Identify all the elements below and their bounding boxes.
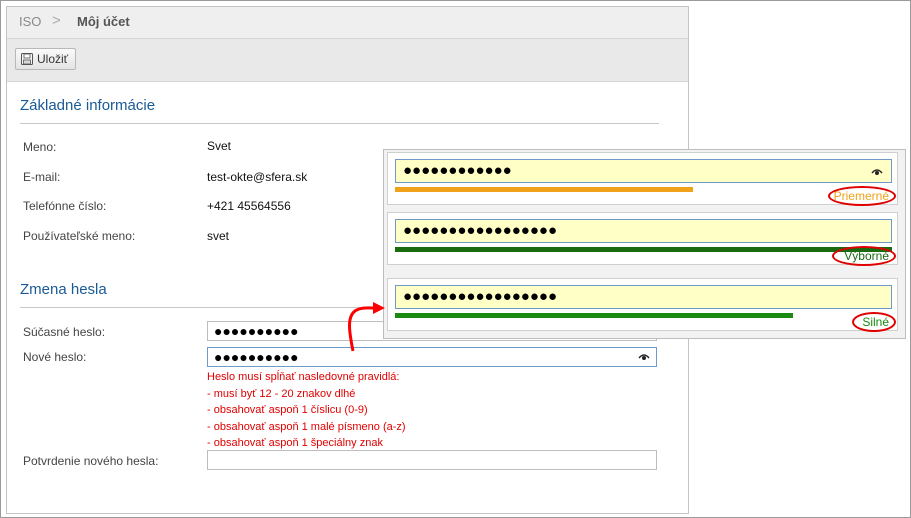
password-change-title: Zmena hesla: [20, 281, 107, 298]
basic-info-title: Základné informácie: [20, 97, 156, 114]
strength-example-value: ●●●●●●●●●●●●●●●●●: [403, 288, 558, 305]
breadcrumb-current: Môj účet: [77, 14, 130, 29]
strength-example-strong: ●●●●●●●●●●●●●●●●● Silné: [387, 278, 898, 332]
save-button[interactable]: Uložiť: [15, 48, 77, 70]
strength-example-value: ●●●●●●●●●●●●: [403, 162, 512, 179]
password-rules: Heslo musí spĺňať nasledovné pravidlá: -…: [207, 369, 406, 452]
current-password-value: ●●●●●●●●●●: [214, 323, 299, 339]
strength-bar: [395, 313, 793, 318]
confirm-password-input[interactable]: [207, 450, 657, 470]
new-password-input[interactable]: ●●●●●●●●●●: [207, 347, 657, 367]
highlight-circle: [828, 186, 896, 206]
breadcrumb: ISO > Môj účet: [7, 7, 688, 39]
password-rule: - obsahovať aspoň 1 špeciálny znak: [207, 437, 383, 449]
show-password-icon[interactable]: [871, 167, 883, 176]
breadcrumb-separator: >: [52, 12, 61, 29]
password-rule: - obsahovať aspoň 1 malé písmeno (a-z): [207, 420, 406, 433]
strength-example-input[interactable]: ●●●●●●●●●●●●●●●●●: [395, 285, 892, 309]
breadcrumb-root-link[interactable]: ISO: [19, 14, 42, 29]
strength-example-excellent: ●●●●●●●●●●●●●●●●● Výborné: [387, 212, 898, 266]
strength-example-value: ●●●●●●●●●●●●●●●●●: [403, 222, 558, 239]
strength-example-medium: ●●●●●●●●●●●● Priemerné: [387, 152, 898, 206]
show-password-icon[interactable]: [638, 352, 650, 361]
name-value: Svet: [207, 139, 232, 153]
new-password-value: ●●●●●●●●●●: [214, 349, 299, 365]
strength-example-input[interactable]: ●●●●●●●●●●●●: [395, 159, 892, 183]
email-value: test-okte@sfera.sk: [207, 170, 308, 184]
password-rules-title: Heslo musí spĺňať nasledovné pravidlá:: [207, 371, 400, 383]
name-label: Meno:: [23, 140, 57, 154]
highlight-circle: [852, 312, 896, 332]
strength-bar: [395, 247, 892, 252]
divider: [20, 123, 659, 124]
phone-value: +421 45564556: [207, 199, 291, 213]
strength-example-input[interactable]: ●●●●●●●●●●●●●●●●●: [395, 219, 892, 243]
password-strength-examples: ●●●●●●●●●●●● Priemerné ●●●●●●●●●●●●●●●●●…: [383, 149, 906, 339]
divider: [20, 307, 659, 308]
password-rule: - obsahovať aspoň 1 číslicu (0-9): [207, 404, 368, 416]
confirm-password-label: Potvrdenie nového hesla:: [23, 454, 159, 468]
save-button-label: Uložiť: [37, 52, 69, 66]
email-label: E-mail:: [23, 170, 61, 184]
username-label: Používateľské meno:: [23, 229, 136, 243]
password-rule: - musí byť 12 - 20 znakov dlhé: [207, 387, 356, 400]
strength-bar: [395, 187, 693, 192]
username-value: svet: [207, 229, 230, 243]
floppy-disk-icon: [21, 53, 33, 65]
new-password-label: Nové heslo:: [23, 350, 87, 364]
current-password-label: Súčasné heslo:: [23, 325, 106, 339]
toolbar: Uložiť: [7, 39, 688, 82]
phone-label: Telefónne číslo:: [23, 199, 107, 213]
highlight-circle: [832, 246, 896, 266]
pointer-arrow-icon: [348, 302, 385, 352]
